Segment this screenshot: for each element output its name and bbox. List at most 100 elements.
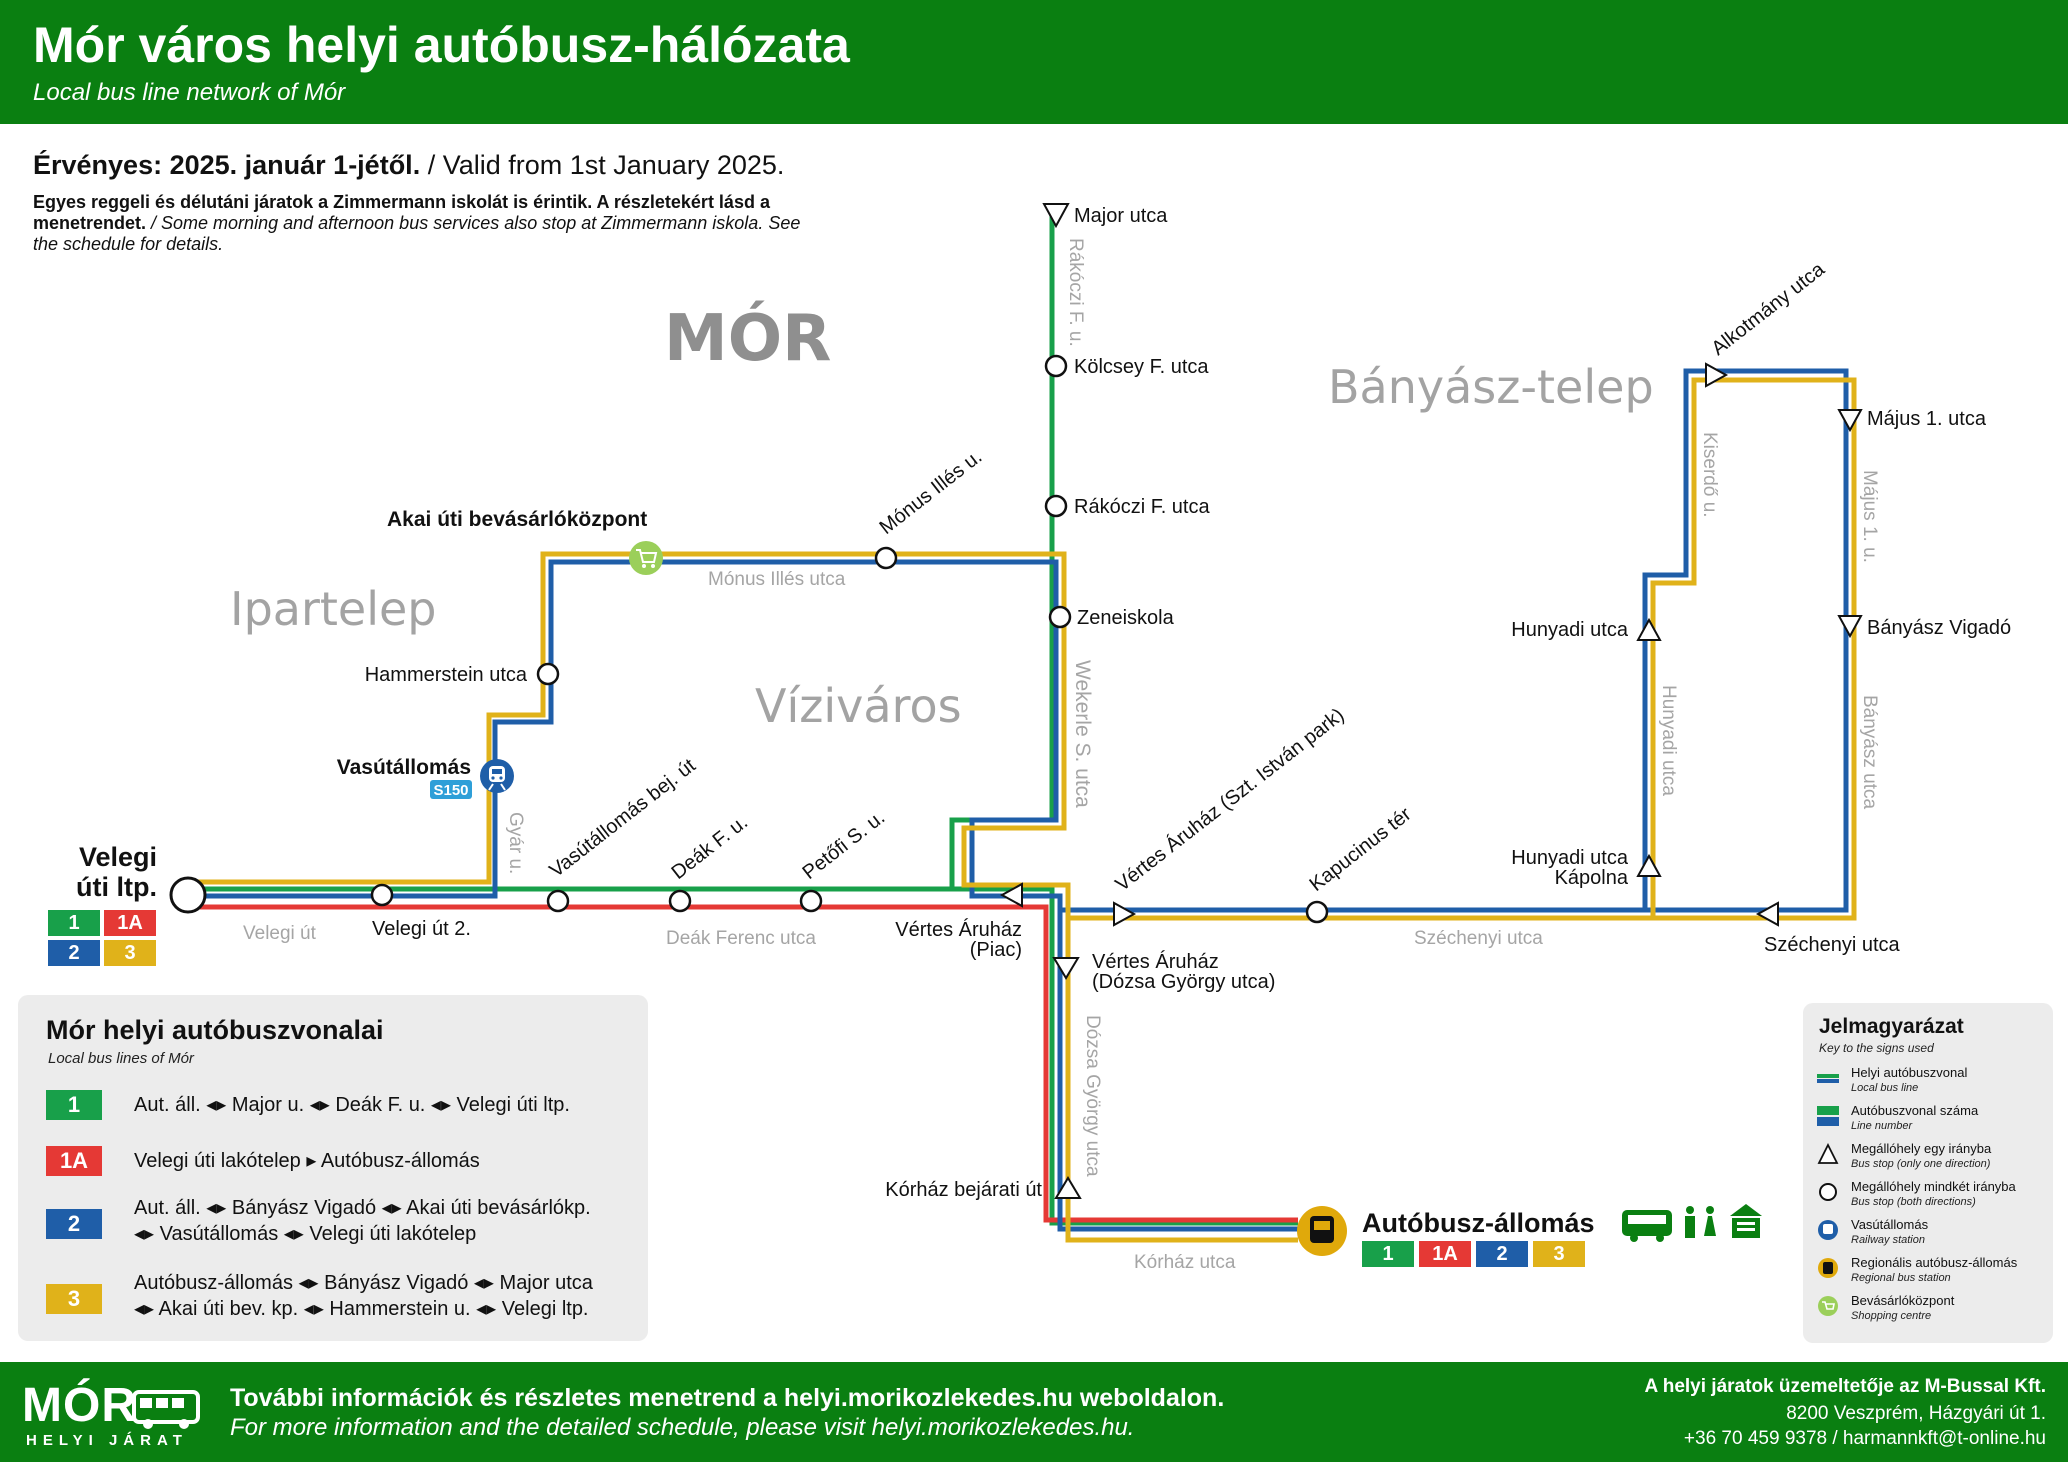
street-label-velegi: Velegi út xyxy=(243,923,317,944)
stop-marker-petofi[interactable] xyxy=(799,889,823,913)
badge-line-1a: 1A xyxy=(104,910,156,936)
legend-sublabel: Local bus line xyxy=(1851,1082,1919,1094)
one-direction-stop-icon xyxy=(1817,1143,1839,1164)
stop-label-hammerstein: Hammerstein utca xyxy=(365,664,528,686)
lines-panel: Mór helyi autóbuszvonalai Local bus line… xyxy=(18,995,648,1341)
legend-sublabel: Bus stop (both directions) xyxy=(1851,1196,1976,1208)
stop-label-szechenyi: Széchenyi utca xyxy=(1764,934,1901,956)
stop-marker-vertes-park[interactable] xyxy=(1113,901,1137,927)
stop-marker-kapucinus[interactable] xyxy=(1305,900,1329,924)
shopping-centre-icon xyxy=(1818,1296,1838,1316)
brand-logo-subtext: HELYI JÁRAT xyxy=(26,1432,188,1449)
line-number-icon xyxy=(1817,1106,1839,1126)
legend-sublabel: Line number xyxy=(1851,1120,1913,1132)
badge-line-2: 2 xyxy=(48,940,100,966)
stop-marker-hunyadi-kapolna[interactable] xyxy=(1636,853,1662,877)
ticket-office-icon xyxy=(1730,1204,1762,1238)
bus-icon xyxy=(1622,1210,1672,1242)
route-line-1a xyxy=(188,904,1298,1223)
stop-marker-hunyadi[interactable] xyxy=(1636,617,1662,641)
stop-marker-zeneiskola[interactable] xyxy=(1048,605,1072,629)
legend-label: Vasútállomás xyxy=(1851,1217,1929,1232)
note-bold: Egyes reggeli és délutáni járatok a Zimm… xyxy=(33,192,770,233)
street-label-monus: Mónus Illés utca xyxy=(708,569,846,590)
stop-label-hunyadi: Hunyadi utca xyxy=(1511,619,1629,641)
stop-marker-szechenyi[interactable] xyxy=(1755,901,1779,927)
validity-bold: Érvényes: 2025. január 1-jétől. xyxy=(33,150,421,180)
stop-label-monus: Mónus Illés u. xyxy=(876,446,987,539)
stop-marker-vertes-piac[interactable] xyxy=(999,882,1023,908)
legend-label: Bevásárlóközpont xyxy=(1851,1293,1955,1308)
footer-operator: A helyi járatok üzemeltetője az M-Bussal… xyxy=(1644,1376,2046,1397)
line-description: Velegi úti lakótelep ▸ Autóbusz-állomás xyxy=(134,1150,480,1172)
stop-marker-kolcsey[interactable] xyxy=(1044,354,1068,378)
stop-marker-majus1[interactable] xyxy=(1837,409,1863,433)
stop-label-petofi: Petőfi S. u. xyxy=(799,806,890,884)
regional-bus-station-icon xyxy=(1818,1258,1838,1278)
legend-sublabel: Shopping centre xyxy=(1851,1310,1932,1322)
stop-label-vertes-dozsa-2: (Dózsa György utca) xyxy=(1092,971,1275,993)
stop-marker-hammerstein[interactable] xyxy=(536,662,560,686)
stop-marker-monus[interactable] xyxy=(874,546,898,570)
legend-label: Megállóhely egy irányba xyxy=(1851,1141,1992,1156)
stop-marker-vertes-dozsa[interactable] xyxy=(1052,957,1080,980)
legend-label: Megállóhely mindkét irányba xyxy=(1851,1179,2016,1194)
stop-label-zeneiskola: Zeneiskola xyxy=(1077,607,1175,629)
stop-marker-banyasz-vigado[interactable] xyxy=(1837,615,1863,639)
stop-marker-korhaz[interactable] xyxy=(1054,1176,1082,1199)
badge-line-1: 1 xyxy=(48,910,100,936)
footer-info-hu: További információk és részletes menetre… xyxy=(230,1384,1225,1412)
line-description: Aut. áll. ◂▸ Bányász Vigadó ◂▸ Akai úti … xyxy=(134,1197,591,1219)
stop-marker-velegi-ltp[interactable] xyxy=(169,876,207,914)
stop-marker-major[interactable] xyxy=(1042,203,1070,229)
legend-sublabel: Bus stop (only one direction) xyxy=(1851,1158,1991,1170)
brand-logo-text: MÓR xyxy=(22,1379,137,1432)
lines-panel-subtitle: Local bus lines of Mór xyxy=(48,1050,194,1067)
legend-sublabel: Railway station xyxy=(1851,1234,1925,1246)
badge-line-2: 2 xyxy=(1476,1241,1528,1267)
line-badge: 1A xyxy=(46,1146,102,1176)
line-badge: 3 xyxy=(46,1284,102,1314)
footer: MÓR HELYI JÁRAT További információk és r… xyxy=(0,1362,2068,1462)
stop-label-autobusz: Autóbusz-állomás xyxy=(1362,1208,1595,1238)
note-rest: / Some morning and afternoon bus service… xyxy=(33,213,801,254)
area-label-vizivaros: Víziváros xyxy=(755,679,962,733)
stop-label-vertes-piac-1: Vértes Áruház xyxy=(895,918,1022,941)
stop-label-kolcsey: Kölcsey F. utca xyxy=(1074,356,1209,378)
street-label-majus1: Május 1. u. xyxy=(1859,470,1880,563)
stop-label-hunyadi-kapolna-1: Hunyadi utca xyxy=(1511,847,1629,869)
street-label-szechenyi: Széchenyi utca xyxy=(1414,928,1543,949)
legend-panel: Jelmagyarázat Key to the signs used Hely… xyxy=(1803,1003,2053,1343)
stop-label-velegi-ltp-2: úti ltp. xyxy=(76,872,157,902)
footer-contact: +36 70 459 9378 / harmannkft@t-online.hu xyxy=(1683,1428,2046,1449)
route-line-3 xyxy=(188,377,1857,1243)
stop-label-korhaz: Kórház bejárati út xyxy=(885,1179,1042,1201)
stop-label-alkotmany: Alkotmány utca xyxy=(1708,258,1830,360)
legend-label: Helyi autóbuszvonal xyxy=(1851,1065,1968,1080)
both-direction-stop-icon xyxy=(1819,1183,1837,1201)
stop-marker-deak[interactable] xyxy=(668,889,692,913)
stop-marker-rakoczi[interactable] xyxy=(1044,494,1068,518)
stop-marker-vasut-bej[interactable] xyxy=(546,889,570,913)
railway-station-icon xyxy=(480,759,514,793)
stop-label-majus1: Május 1. utca xyxy=(1867,408,1987,430)
regional-bus-station-icon xyxy=(1297,1206,1347,1256)
line-description-2: ◂▸ Akai úti bev. kp. ◂▸ Hammerstein u. ◂… xyxy=(134,1298,589,1320)
footer-info-en: For more information and the detailed sc… xyxy=(230,1414,1135,1441)
badge-line-3: 3 xyxy=(1533,1241,1585,1267)
validity-note: Érvényes: 2025. január 1-jétől. / Valid … xyxy=(33,150,784,181)
street-label-hunyadi: Hunyadi utca xyxy=(1658,685,1679,796)
stop-label-akai: Akai úti bevásárlóközpont xyxy=(387,508,647,531)
rail-line-badge-text: S150 xyxy=(433,782,468,799)
footer-address: 8200 Veszprém, Házgyári út 1. xyxy=(1786,1403,2046,1424)
line-description: Aut. áll. ◂▸ Major u. ◂▸ Deák F. u. ◂▸ V… xyxy=(134,1094,570,1116)
stop-label-deak: Deák F. u. xyxy=(668,811,753,884)
stop-marker-alkotmany[interactable] xyxy=(1705,362,1729,388)
rail-line-badge xyxy=(430,780,472,799)
legend-sublabel: Regional bus station xyxy=(1851,1272,1951,1284)
street-label-gyar: Gyár u. xyxy=(505,812,526,874)
stop-label-vertes-park: Vértes Áruház (Szt. István park) xyxy=(1111,703,1349,896)
line-badge: 2 xyxy=(46,1209,102,1239)
stop-marker-velegi2[interactable] xyxy=(370,883,394,907)
stop-label-hunyadi-kapolna-2: Kápolna xyxy=(1555,867,1629,889)
